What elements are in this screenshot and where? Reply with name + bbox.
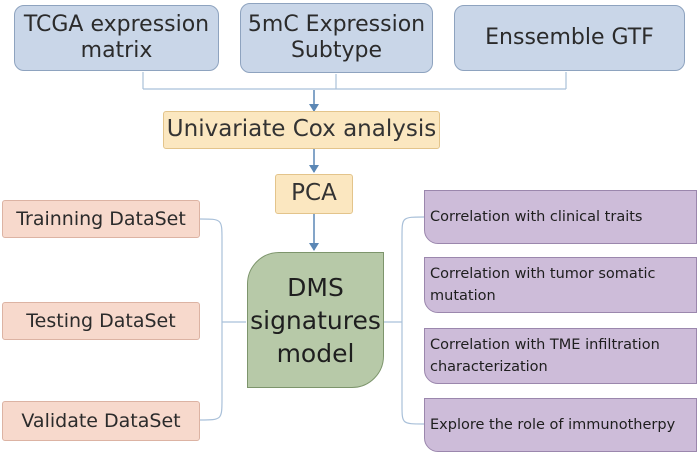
outcome-immunotherapy: Explore the role of immunotherpy <box>424 398 697 452</box>
outcome-label-line2: characterization <box>430 359 548 375</box>
outcome-label-line2: mutation <box>430 288 496 304</box>
model-label-line1: DMS <box>287 272 344 302</box>
input-tcga-expression-matrix: TCGA expression matrix <box>14 5 219 71</box>
input-5mc-expression-subtype: 5mC Expression Subtype <box>240 3 433 73</box>
dataset-label: Testing DataSet <box>26 309 176 332</box>
inputs-merge-connector <box>142 72 567 90</box>
datasets-bracket <box>199 218 246 421</box>
dataset-label: Trainning DataSet <box>16 207 186 230</box>
input-label-line1: TCGA expression <box>23 12 210 38</box>
testing-dataset: Testing DataSet <box>2 302 200 340</box>
outcome-label-line1: Correlation with TME infiltration <box>430 336 660 353</box>
validate-dataset: Validate DataSet <box>2 401 200 441</box>
input-label-line2: matrix <box>80 38 153 63</box>
outcome-tumor-somatic-mutation: Correlation with tumor somatic mutation <box>424 257 697 313</box>
model-label-line3: model <box>276 338 355 368</box>
dms-signatures-model: DMS signatures model <box>247 252 384 388</box>
input-label-line2: Subtype <box>290 38 382 63</box>
input-label-line1: 5mC Expression <box>247 12 426 38</box>
univariate-cox-analysis-step: Univariate Cox analysis <box>163 111 440 149</box>
outcome-label-line1: Correlation with clinical traits <box>430 208 643 225</box>
outcome-clinical-traits: Correlation with clinical traits <box>424 190 697 244</box>
step-label: PCA <box>291 180 337 207</box>
model-label-line2: signatures <box>250 305 381 335</box>
outcome-label-line1: Explore the role of immunotherpy <box>430 416 676 433</box>
outcomes-bracket <box>384 216 425 425</box>
pca-step: PCA <box>275 174 353 214</box>
input-label: Enssemble GTF <box>485 25 654 51</box>
step-label: Univariate Cox analysis <box>166 116 437 143</box>
outcome-label-line1: Correlation with tumor somatic <box>430 265 656 282</box>
input-ensemble-gtf: Enssemble GTF <box>454 5 685 71</box>
dataset-label: Validate DataSet <box>21 409 181 432</box>
outcome-tme-infiltration: Correlation with TME infiltration charac… <box>424 328 697 384</box>
training-dataset: Trainning DataSet <box>2 200 200 238</box>
